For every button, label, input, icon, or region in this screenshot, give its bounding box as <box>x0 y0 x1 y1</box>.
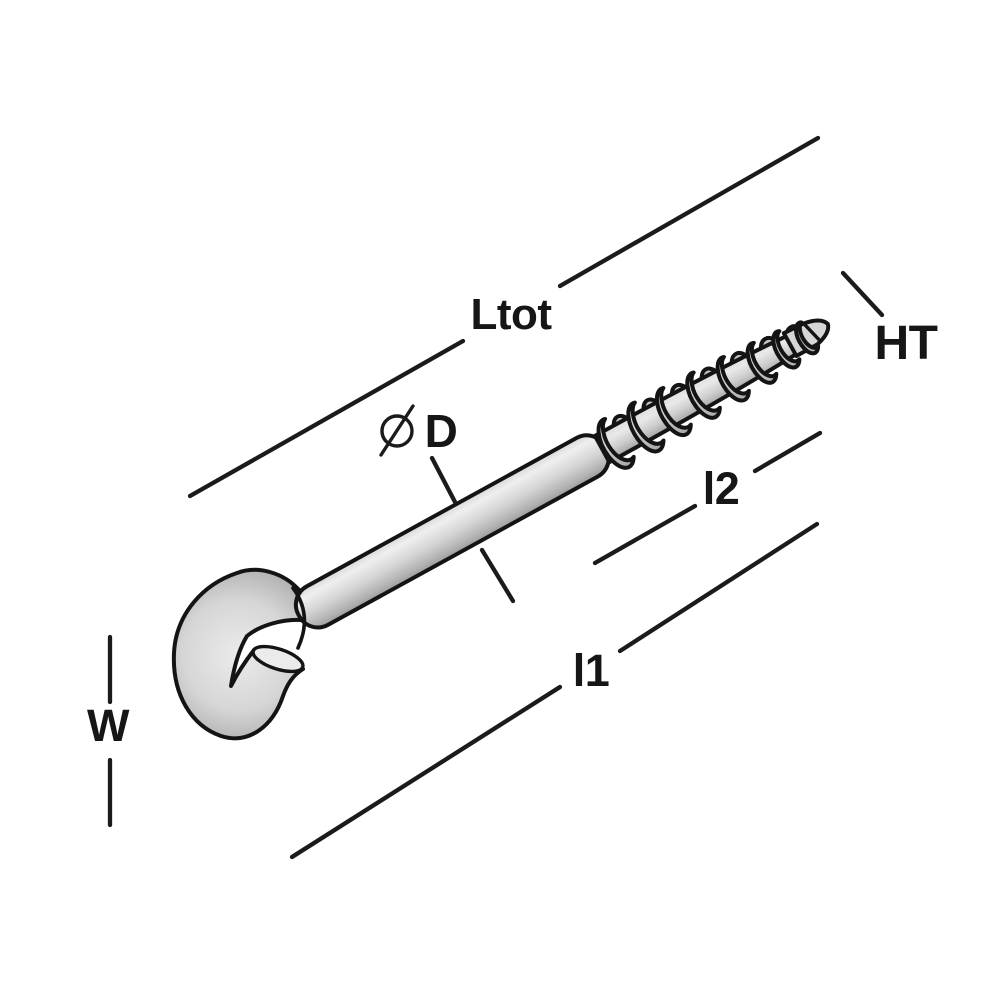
label-free-length: l1 <box>573 645 610 696</box>
hook-neck-crease <box>291 586 307 650</box>
hook-end-face <box>251 644 305 674</box>
screw-body <box>293 318 831 630</box>
label-diameter: D <box>425 405 458 457</box>
label-hook-width: W <box>87 700 130 751</box>
diameter-leader-top <box>429 455 458 505</box>
screw-hook-illustration <box>171 318 831 741</box>
l2-dimension-line-right <box>752 430 823 474</box>
thread-crests <box>596 320 821 470</box>
dimension-lines <box>107 135 885 860</box>
screw-tip-facet <box>802 322 822 342</box>
hook-curl <box>171 567 305 741</box>
ltot-dimension-line-right <box>557 135 821 289</box>
diameter-leader-bottom <box>479 547 516 604</box>
l1-dimension-line-left <box>289 684 563 860</box>
thread-core <box>592 332 802 465</box>
l2-dimension-line-left <box>592 503 698 566</box>
label-total-length: Ltot <box>470 290 552 339</box>
l1-dimension-line-right <box>617 521 820 654</box>
label-thread-length: l2 <box>703 463 740 514</box>
diameter-symbol-icon <box>379 404 415 457</box>
dimension-labels: Ltot HT D l2 l1 W <box>87 290 938 751</box>
screw-shank <box>293 433 611 630</box>
label-thread-height: HT <box>875 317 938 370</box>
ht-leader-line <box>840 270 885 318</box>
ltot-dimension-line-left <box>187 338 466 499</box>
